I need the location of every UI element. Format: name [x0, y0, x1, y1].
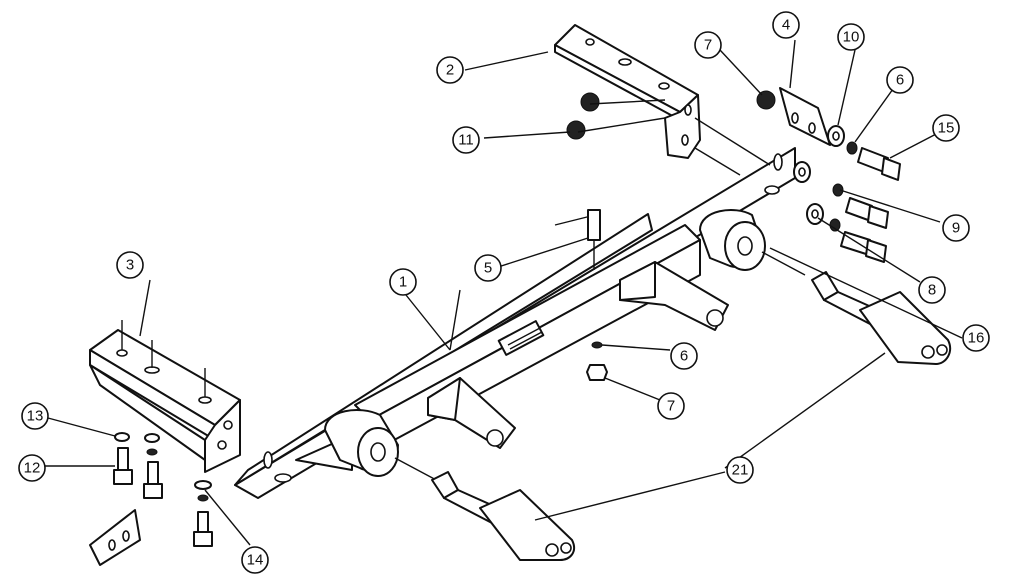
callout-9: 9	[942, 214, 970, 242]
left-tow-arm	[431, 471, 576, 561]
svg-text:7: 7	[667, 398, 675, 415]
left-receiver-tube	[324, 409, 441, 483]
svg-text:1: 1	[399, 274, 407, 291]
callout-13: 13	[21, 402, 49, 430]
left-arm-bracket	[427, 377, 516, 449]
callout-5: 5	[474, 254, 502, 282]
callout-8: 8	[918, 276, 946, 304]
callout-11: 11	[452, 126, 480, 154]
main-crossbar	[234, 147, 796, 499]
svg-text:15: 15	[938, 120, 955, 137]
callout-12: 12	[18, 454, 46, 482]
callout-3: 3	[116, 251, 144, 279]
svg-text:11: 11	[458, 132, 474, 149]
svg-text:16: 16	[968, 330, 985, 347]
svg-text:4: 4	[782, 17, 790, 34]
callout-1: 1	[389, 268, 417, 296]
plate-4	[779, 87, 831, 146]
callout-2: 2	[436, 56, 464, 84]
svg-text:3: 3	[126, 257, 134, 274]
svg-text:2: 2	[446, 62, 454, 79]
callout-7-upper: 7	[694, 31, 722, 59]
right-tow-arm	[811, 271, 952, 365]
svg-text:8: 8	[928, 282, 936, 299]
callout-6-upper: 6	[886, 66, 914, 94]
right-receiver-tube	[699, 209, 806, 276]
callout-7-lower: 7	[657, 392, 685, 420]
right-arm-bracket	[619, 261, 729, 331]
svg-text:9: 9	[952, 220, 960, 237]
callout-6-lower: 6	[670, 342, 698, 370]
callout-10: 10	[837, 23, 865, 51]
svg-text:7: 7	[704, 37, 712, 54]
svg-text:10: 10	[843, 29, 860, 46]
callout-21: 21	[726, 456, 754, 484]
callout-4: 4	[772, 11, 800, 39]
svg-text:6: 6	[896, 72, 904, 89]
svg-text:6: 6	[680, 348, 688, 365]
callout-14: 14	[241, 546, 269, 574]
callouts: 1 2 3 4 5 6 6 7 7 8 9 10 11 12 13 14 15 …	[18, 11, 990, 574]
svg-text:5: 5	[484, 260, 492, 277]
callout-16: 16	[962, 324, 990, 352]
svg-text:14: 14	[247, 552, 264, 569]
callout-15: 15	[932, 114, 960, 142]
leader-lines	[45, 39, 963, 546]
loose-plate	[89, 509, 141, 566]
svg-text:21: 21	[732, 462, 749, 479]
svg-text:13: 13	[27, 408, 44, 425]
svg-text:12: 12	[24, 460, 41, 477]
bracket-3	[89, 320, 241, 473]
hardware	[113, 90, 901, 547]
